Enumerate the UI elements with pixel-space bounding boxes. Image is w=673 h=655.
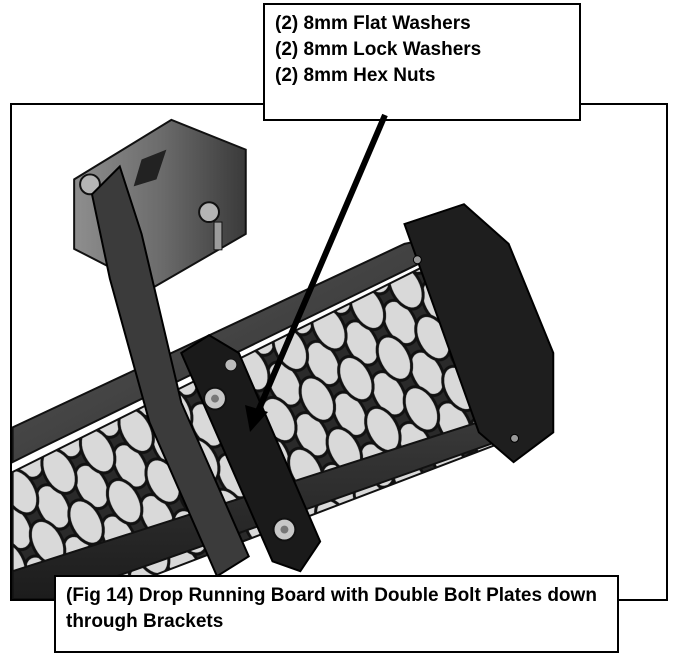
callout-line-hex-nuts: (2) 8mm Hex Nuts	[275, 65, 436, 86]
mounting-bracket-slot	[133, 149, 167, 187]
bracket-bolt-right	[198, 201, 220, 224]
bracket-stud	[213, 221, 223, 251]
board-end-cap	[403, 203, 555, 464]
running-board-illustration	[12, 118, 555, 599]
figure-caption-text: (Fig 14) Drop Running Board with Double …	[66, 585, 597, 632]
end-cap-screw-top	[412, 255, 422, 265]
callout-line-lock-washers: (2) 8mm Lock Washers	[275, 39, 482, 60]
end-cap-screw-bottom	[510, 433, 520, 443]
plate-bolt-lower-inner	[280, 525, 289, 534]
hardware-callout: (2) 8mm Flat Washers (2) 8mm Lock Washer…	[263, 3, 581, 121]
drop-bracket-arm	[90, 164, 250, 578]
figure-caption: (Fig 14) Drop Running Board with Double …	[54, 575, 619, 653]
figure-frame	[10, 103, 668, 601]
bracket-bolt-left	[79, 173, 101, 196]
plate-bolt-upper-inner	[211, 394, 219, 403]
plate-bolt-side	[224, 358, 238, 372]
callout-line-flat-washers: (2) 8mm Flat Washers	[275, 13, 471, 34]
